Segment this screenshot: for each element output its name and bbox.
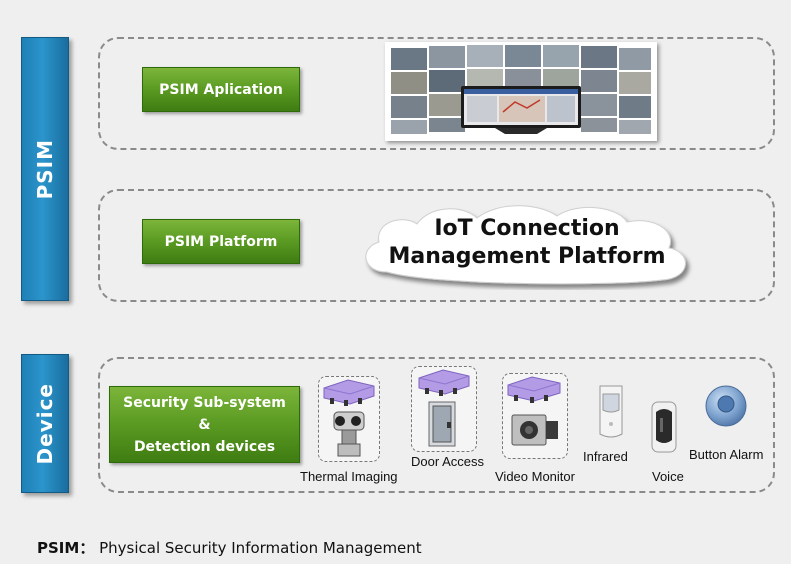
device-sidebar: Device: [21, 354, 69, 493]
device-label-video: Video Monitor: [495, 469, 575, 484]
thermal-imaging-icon: [323, 379, 375, 457]
security-subsystem-line3: Detection devices: [133, 438, 276, 455]
security-subsystem-label: Security Sub-system & Detection devices: [109, 386, 300, 463]
video-camera-icon: [507, 376, 561, 446]
psim-sep: ：: [79, 539, 95, 557]
psim-definition: PSIM： Physical Security Information Mana…: [37, 537, 422, 558]
iot-cloud-title: IoT Connection Management Platform: [357, 215, 697, 275]
voice-sensor-icon: [651, 401, 677, 453]
device-layer-box: [98, 357, 775, 493]
device-label-door: Door Access: [411, 454, 484, 469]
device-label-thermal: Thermal Imaging: [300, 469, 398, 484]
security-subsystem-line1: Security Sub-system: [123, 394, 286, 411]
psim-sidebar: PSIM: [21, 37, 69, 301]
iot-cloud-line2: Management Platform: [388, 244, 666, 269]
door-access-icon: [418, 369, 470, 447]
iot-cloud-shape: [365, 205, 686, 285]
psim-platform-label: PSIM Platform: [142, 219, 300, 264]
device-sidebar-label: Device: [33, 382, 57, 465]
iot-cloud-line1: IoT Connection: [434, 216, 620, 241]
video-wall-image: [385, 42, 657, 141]
infrared-sensor-icon: [599, 385, 623, 438]
button-alarm-icon: [705, 385, 747, 427]
device-label-button-alarm: Button Alarm: [689, 447, 764, 462]
psim-abbr: PSIM: [37, 539, 80, 557]
platform-layer-box: [98, 189, 775, 302]
security-subsystem-line2: &: [198, 416, 211, 433]
psim-platform-text: PSIM Platform: [164, 233, 278, 250]
psim-definition-text: Physical Security Information Management: [99, 539, 422, 557]
video-wall-icon: [391, 45, 651, 134]
device-label-infrared: Infrared: [583, 449, 628, 464]
psim-application-label: PSIM Aplication: [142, 67, 300, 112]
device-label-voice: Voice: [652, 469, 684, 484]
psim-application-text: PSIM Aplication: [159, 81, 283, 98]
psim-sidebar-label: PSIM: [33, 138, 57, 200]
application-layer-box: [98, 37, 775, 150]
